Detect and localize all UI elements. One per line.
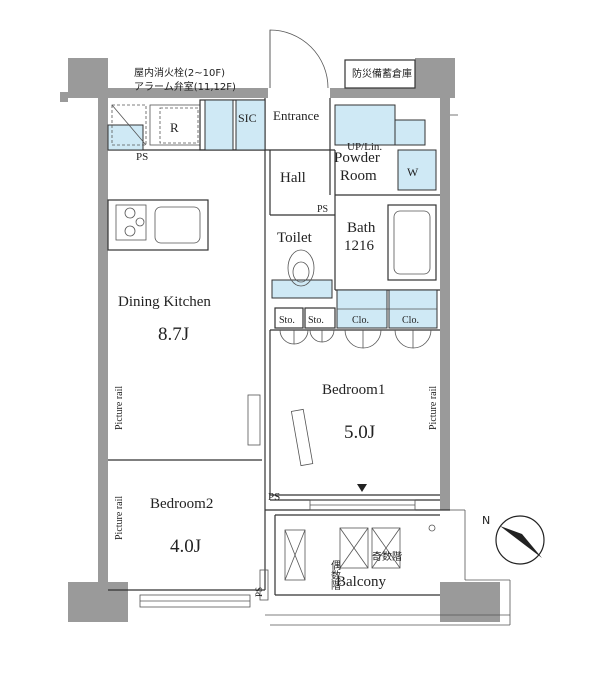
- walls: [60, 58, 500, 622]
- closet2-label: Clo.: [402, 315, 419, 326]
- entrance-door: [269, 29, 329, 89]
- powder-room-label-2: Room: [340, 168, 377, 184]
- bath-size-label: 1216: [344, 238, 375, 254]
- fire-hydrant-label-2: アラーム弁室(11,12F): [134, 80, 236, 93]
- ps-hall-label: PS: [317, 204, 328, 215]
- fixtures: [107, 99, 438, 329]
- disaster-storage-label: 防災備蓄倉庫: [352, 67, 412, 80]
- storage1-label: Sto.: [279, 315, 295, 326]
- picture-rail-br1-label: Picture rail: [428, 386, 439, 430]
- dining-kitchen-size: 8.7J: [158, 324, 189, 345]
- picture-rail-dk-label: Picture rail: [114, 386, 125, 430]
- windows: [139, 499, 416, 608]
- odd-floor-label: 奇数階: [372, 550, 402, 563]
- misc-marks: [111, 104, 436, 601]
- washer-label: W: [407, 165, 419, 179]
- bedroom1-label: Bedroom1: [322, 382, 385, 398]
- picture-rail-br2-label: Picture rail: [114, 496, 125, 540]
- fire-hydrant-label-1: 屋内消火栓(2~10F): [134, 66, 225, 79]
- entrance-label: Entrance: [273, 108, 319, 123]
- ps-top-label: PS: [136, 151, 148, 163]
- bedroom1-size: 5.0J: [344, 422, 375, 443]
- bathtub: [387, 204, 437, 281]
- bedroom2-label: Bedroom2: [150, 496, 213, 512]
- kitchen-counter: [107, 199, 209, 251]
- toilet-label: Toilet: [277, 230, 313, 246]
- north-label: N: [482, 514, 490, 527]
- bath-label: Bath: [347, 220, 376, 236]
- up-lin-label: UP/Lin.: [347, 141, 382, 153]
- powder-room-label-1: Powder: [334, 150, 380, 166]
- dining-kitchen-label: Dining Kitchen: [118, 294, 211, 310]
- bedroom2-size: 4.0J: [170, 536, 201, 557]
- ps-bottom-label: PS: [254, 587, 264, 597]
- ps-bedroom1-label: PS: [268, 491, 280, 503]
- labels: 屋内消火栓(2~10F) アラーム弁室(11,12F) 防災備蓄倉庫 PS R …: [114, 66, 439, 597]
- hall-label: Hall: [280, 170, 306, 186]
- even-floor-label: 偶数階: [329, 559, 341, 591]
- window-marker: [357, 484, 367, 492]
- sic-label: SIC: [238, 111, 257, 125]
- closet-doors: [279, 329, 432, 349]
- compass: N: [482, 514, 545, 565]
- toilet-bowl: [287, 249, 315, 287]
- balcony-label: Balcony: [336, 574, 386, 590]
- closet1-label: Clo.: [352, 315, 369, 326]
- storage2-label: Sto.: [308, 315, 324, 326]
- refrigerator-label: R: [170, 120, 179, 135]
